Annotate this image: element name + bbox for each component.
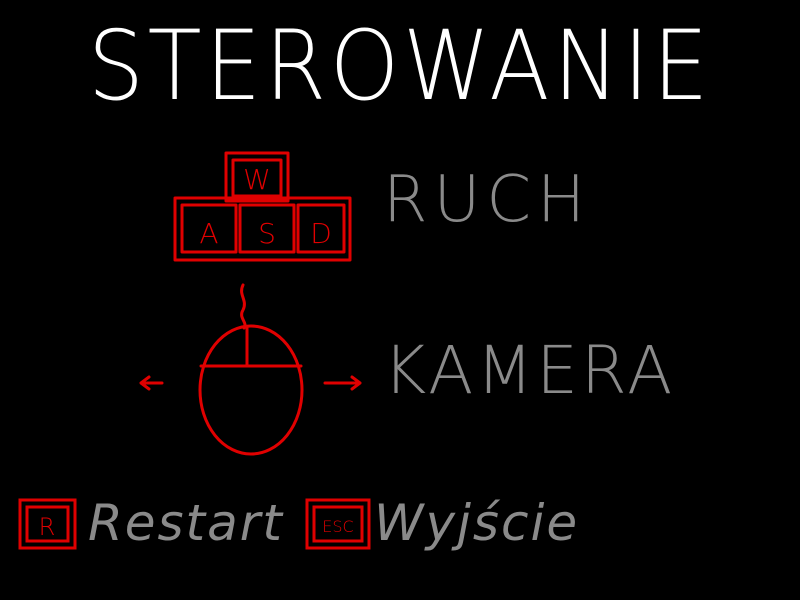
wasd-keys-icon bbox=[173, 151, 352, 262]
key-w: W bbox=[243, 163, 271, 196]
key-s: S bbox=[258, 217, 276, 250]
r-key-inner bbox=[25, 505, 70, 543]
mouse-cable bbox=[240, 283, 247, 330]
r-key-label: R bbox=[39, 513, 56, 541]
esc-key-inner bbox=[312, 505, 364, 543]
movement-label: RUCH bbox=[383, 163, 592, 237]
camera-label: KAMERA bbox=[383, 332, 676, 409]
arrow-right-icon bbox=[323, 375, 362, 391]
key-row-outline bbox=[173, 196, 352, 262]
key-w-outline bbox=[224, 151, 290, 203]
esc-key-label: ESC bbox=[322, 517, 353, 536]
esc-key-icon bbox=[305, 498, 371, 550]
arrow-left-icon bbox=[139, 375, 164, 391]
esc-key-outline bbox=[305, 498, 371, 550]
screen-title: STEROWANIE bbox=[87, 10, 713, 122]
restart-label: Restart bbox=[88, 494, 284, 552]
key-d: D bbox=[310, 217, 332, 250]
key-w-inner bbox=[231, 158, 283, 198]
r-key-outline bbox=[18, 498, 77, 550]
mouse-body bbox=[198, 324, 304, 456]
key-s-inner bbox=[238, 203, 296, 254]
key-a-inner bbox=[180, 203, 238, 254]
key-d-inner bbox=[296, 203, 346, 254]
key-a: A bbox=[199, 217, 218, 250]
r-key-icon bbox=[18, 498, 77, 550]
mouse-icon bbox=[139, 283, 362, 456]
exit-label: Wyjście bbox=[374, 494, 580, 552]
